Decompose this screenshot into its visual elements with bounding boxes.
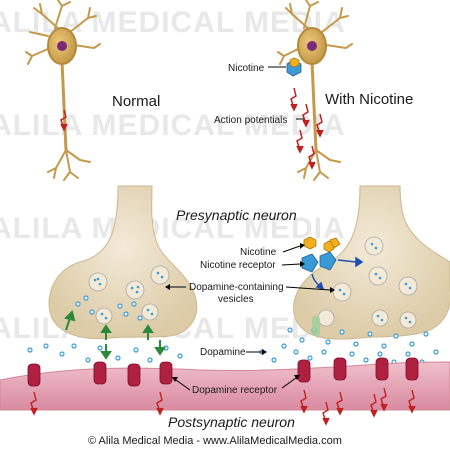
action-potential-arrow bbox=[60, 109, 68, 132]
vesicle-dots-left bbox=[93, 271, 164, 320]
dopamine-label: Dopamine bbox=[200, 347, 246, 358]
nicotine-pointer bbox=[282, 245, 301, 253]
release-channel-right bbox=[312, 316, 320, 336]
blue-arrows bbox=[311, 256, 364, 291]
nucleus-icon bbox=[307, 41, 317, 51]
release-arrows bbox=[64, 310, 166, 360]
dopamine-receptor-pointer-left bbox=[175, 379, 191, 391]
vesicles-right bbox=[317, 236, 418, 329]
nicotine-label: Nicotine bbox=[240, 247, 277, 258]
postsynaptic-signal-arrows bbox=[30, 387, 416, 426]
action-potential-arrows bbox=[290, 87, 324, 170]
nicotine-receptor-pointer bbox=[281, 263, 301, 266]
nicotine-receptor-bound bbox=[301, 237, 341, 273]
vesicles-left bbox=[88, 265, 170, 325]
with-nicotine-label: With Nicotine bbox=[325, 91, 413, 108]
watermark-text: ALILA MEDICAL MEDIA bbox=[0, 212, 346, 245]
dopamine-vesicles-label: Dopamine-containing bbox=[189, 282, 284, 293]
dopamine-receptor-label: Dopamine receptor bbox=[192, 385, 278, 396]
dopamine-vesicles-label-2: vesicles bbox=[218, 294, 254, 305]
vesicles-pointer-right bbox=[285, 286, 331, 291]
nicotine-top-label: Nicotine bbox=[228, 63, 265, 74]
action-potentials-label: Action potentials bbox=[214, 115, 287, 126]
dopamine-receptors bbox=[27, 357, 419, 387]
presynaptic-label: Presynaptic neuron bbox=[176, 207, 297, 223]
postsynaptic-label: Postsynaptic neuron bbox=[168, 414, 295, 430]
vesicle-dots-right bbox=[338, 242, 412, 324]
watermark-text: ALILA MEDICAL MEDIA bbox=[0, 109, 346, 142]
normal-neuron bbox=[25, 0, 101, 181]
normal-label: Normal bbox=[112, 93, 160, 110]
dopamine-receptor-pointer-right bbox=[281, 377, 297, 389]
footer-credit: © Alila Medical Media - www.AlilaMedical… bbox=[88, 435, 342, 447]
nucleus-icon bbox=[57, 41, 67, 51]
nicotine-neuron bbox=[277, 0, 353, 181]
nicotine-receptor-icon bbox=[286, 57, 302, 77]
nicotine-receptor-label: Nicotine receptor bbox=[200, 260, 276, 271]
